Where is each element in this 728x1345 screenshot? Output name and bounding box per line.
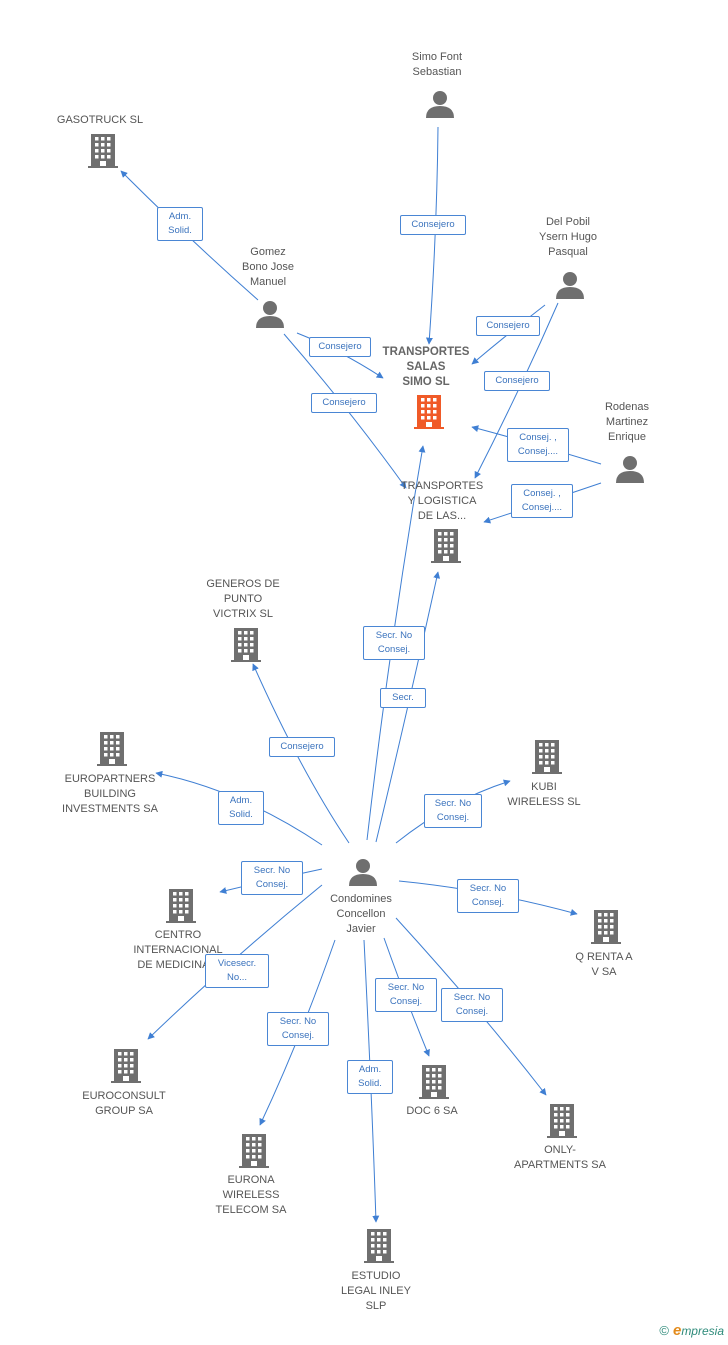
edge-label-e7[interactable]: Consej. , Consej.... bbox=[507, 428, 569, 462]
edge-label-e5[interactable]: Consejero bbox=[476, 316, 540, 336]
building-icon[interactable] bbox=[231, 628, 261, 667]
edge-label-e16[interactable]: Vicesecr. No... bbox=[205, 954, 269, 988]
node-label-simo-font[interactable]: Simo Font Sebastian bbox=[411, 51, 463, 78]
node-label-transportes-logistica[interactable]: TRANSPORTES Y LOGISTICA DE LAS... bbox=[400, 480, 484, 522]
node-label-generos-punto[interactable]: GENEROS DE PUNTO VICTRIX SL bbox=[206, 578, 280, 620]
person-icon[interactable] bbox=[256, 300, 284, 333]
edge-label-e19[interactable]: Secr. No Consej. bbox=[267, 1012, 329, 1046]
node-label-rodenas[interactable]: Rodenas Martinez Enrique bbox=[604, 401, 650, 443]
edge-label-e4[interactable]: Consejero bbox=[311, 393, 377, 413]
building-icon[interactable] bbox=[419, 1065, 449, 1104]
node-label-eurona[interactable]: EURONA WIRELESS TELECOM SA bbox=[215, 1174, 287, 1216]
node-label-estudio[interactable]: ESTUDIO LEGAL INLEY SLP bbox=[341, 1270, 411, 1312]
node-label-centro[interactable]: CENTRO INTERNACIONAL DE MEDICINA... bbox=[133, 929, 223, 971]
person-icon[interactable] bbox=[426, 90, 454, 123]
edge-label-e20[interactable]: Adm. Solid. bbox=[347, 1060, 393, 1094]
building-icon[interactable] bbox=[547, 1104, 577, 1143]
edge-label-e18[interactable]: Secr. No Consej. bbox=[441, 988, 503, 1022]
building-icon[interactable] bbox=[591, 910, 621, 949]
edge-label-e3[interactable]: Consejero bbox=[309, 337, 371, 357]
node-label-gasotruck[interactable]: GASOTRUCK SL bbox=[56, 114, 144, 126]
node-label-del-pobil[interactable]: Del Pobil Ysern Hugo Pasqual bbox=[538, 216, 598, 258]
building-icon[interactable] bbox=[239, 1134, 269, 1173]
node-label-kubi[interactable]: KUBI WIRELESS SL bbox=[507, 781, 581, 808]
edge-label-e1[interactable]: Consejero bbox=[400, 215, 466, 235]
edge-label-e11[interactable]: Consejero bbox=[269, 737, 335, 757]
building-icon[interactable] bbox=[97, 732, 127, 771]
copyright-symbol: © bbox=[659, 1323, 669, 1338]
edge-label-e2[interactable]: Adm. Solid. bbox=[157, 207, 203, 241]
building-icon[interactable] bbox=[88, 134, 118, 173]
node-label-condomines[interactable]: Condomines Concellon Javier bbox=[330, 893, 392, 935]
node-label-doc6[interactable]: DOC 6 SA bbox=[406, 1105, 458, 1117]
edge-label-e13[interactable]: Secr. No Consej. bbox=[424, 794, 482, 828]
building-icon[interactable] bbox=[431, 529, 461, 568]
node-label-europartners[interactable]: EUROPARTNERS BUILDING INVESTMENTS SA bbox=[62, 773, 158, 815]
building-icon[interactable] bbox=[414, 395, 444, 434]
edge-label-e14[interactable]: Secr. No Consej. bbox=[241, 861, 303, 895]
person-icon[interactable] bbox=[349, 858, 377, 891]
node-label-only[interactable]: ONLY- APARTMENTS SA bbox=[514, 1144, 606, 1171]
node-label-euroconsult[interactable]: EUROCONSULT GROUP SA bbox=[82, 1090, 166, 1117]
edge-label-e17[interactable]: Secr. No Consej. bbox=[375, 978, 437, 1012]
person-icon[interactable] bbox=[616, 455, 644, 488]
node-label-transportes-salas[interactable]: TRANSPORTES SALAS SIMO SL bbox=[382, 346, 470, 388]
building-icon[interactable] bbox=[166, 889, 196, 928]
edge-label-e12[interactable]: Adm. Solid. bbox=[218, 791, 264, 825]
edge-line-e1 bbox=[425, 126, 439, 345]
edge-label-e10[interactable]: Secr. bbox=[380, 688, 426, 708]
building-icon[interactable] bbox=[111, 1049, 141, 1088]
building-icon[interactable] bbox=[364, 1229, 394, 1268]
empresia-logo[interactable]: ©empresia bbox=[659, 1322, 724, 1339]
person-icon[interactable] bbox=[556, 271, 584, 304]
edge-line-e11 bbox=[252, 663, 350, 844]
node-label-qrenta[interactable]: Q RENTA A V SA bbox=[575, 951, 633, 978]
edge-label-e15[interactable]: Secr. No Consej. bbox=[457, 879, 519, 913]
building-icon[interactable] bbox=[532, 740, 562, 779]
edge-label-e9[interactable]: Secr. No Consej. bbox=[363, 626, 425, 660]
edge-label-e6[interactable]: Consejero bbox=[484, 371, 550, 391]
edge-label-e8[interactable]: Consej. , Consej.... bbox=[511, 484, 573, 518]
logo-text: mpresia bbox=[681, 1324, 724, 1338]
node-label-gomez-bono[interactable]: Gomez Bono Jose Manuel bbox=[242, 246, 294, 288]
logo-initial: e bbox=[672, 1322, 682, 1339]
